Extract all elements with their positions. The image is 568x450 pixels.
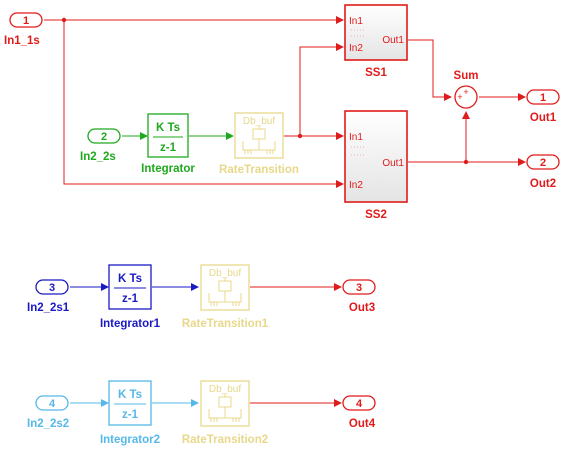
sum-label: Sum bbox=[454, 70, 479, 82]
integrator1-block[interactable]: K Ts z-1 Integrator1 bbox=[100, 264, 161, 330]
ss1-in2-port-label: In2 bbox=[349, 43, 363, 54]
inport-3-number: 3 bbox=[49, 282, 55, 294]
ss1-label: SS1 bbox=[365, 67, 387, 79]
inport-3-label: In2_2s1 bbox=[27, 302, 70, 314]
outport-3-label: Out3 bbox=[349, 302, 375, 314]
sum-sign-left: + bbox=[457, 92, 462, 102]
integrator-numerator: K Ts bbox=[156, 122, 180, 134]
integrator2-block[interactable]: K Ts z-1 Integrator2 bbox=[100, 380, 160, 446]
inport-2-label: In2_2s bbox=[80, 151, 116, 163]
sum-sign-top: + bbox=[463, 87, 468, 97]
inport-4-number: 4 bbox=[49, 398, 56, 410]
rate-transition2-top-label: Db_buf bbox=[209, 384, 241, 395]
integrator1-label: Integrator1 bbox=[100, 318, 161, 330]
inport-4-label: In2_2s2 bbox=[27, 418, 69, 430]
outport-3-number: 3 bbox=[356, 282, 362, 294]
branch-point bbox=[463, 159, 469, 165]
rate-transition-label: RateTransition bbox=[219, 164, 299, 176]
inport-1-label: In1_1s bbox=[4, 35, 40, 47]
inport-2[interactable]: 2 In2_2s bbox=[80, 128, 121, 163]
rate-transition2-label: RateTransition2 bbox=[182, 434, 268, 446]
integrator1-denominator: z-1 bbox=[122, 293, 139, 305]
branch-point bbox=[61, 17, 67, 23]
integrator1-numerator: K Ts bbox=[118, 273, 142, 285]
buffer-icon bbox=[208, 278, 242, 306]
ss2-in1-port-label: In1 bbox=[349, 132, 363, 143]
inport-1[interactable]: 1 In1_1s bbox=[4, 12, 43, 47]
buffer-icon bbox=[242, 126, 276, 154]
signal-ss1-to-sum bbox=[408, 39, 452, 101]
ss2-label: SS2 bbox=[365, 209, 387, 221]
outport-2[interactable]: 2 Out2 bbox=[526, 154, 560, 190]
ss2-in2-port-label: In2 bbox=[349, 180, 363, 191]
inport-3[interactable]: 3 In2_2s1 bbox=[27, 279, 70, 314]
inport-1-number: 1 bbox=[23, 15, 29, 27]
rate-transition1-block[interactable]: Db_buf RateTransition1 bbox=[182, 264, 269, 330]
integrator2-label: Integrator2 bbox=[100, 434, 160, 446]
signal-in1-to-ss2-in2 bbox=[63, 20, 344, 188]
integrator-denominator: z-1 bbox=[160, 142, 177, 154]
rate-transition-block[interactable]: Db_buf RateTransition bbox=[219, 112, 299, 176]
subsystem-ss1[interactable]: In1 In2 Out1 SS1 bbox=[344, 4, 408, 79]
integrator-block[interactable]: K Ts z-1 Integrator bbox=[141, 113, 195, 175]
ss1-out1-port-label: Out1 bbox=[382, 35, 404, 46]
sum-block[interactable]: + + Sum bbox=[454, 70, 479, 109]
rate-transition2-block[interactable]: Db_buf RateTransition2 bbox=[182, 380, 268, 446]
rate-transition-top-label: Db_buf bbox=[243, 116, 275, 127]
integrator-label: Integrator bbox=[141, 163, 195, 175]
rate-transition1-top-label: Db_buf bbox=[209, 268, 241, 279]
outport-4-number: 4 bbox=[356, 398, 363, 410]
inport-4[interactable]: 4 In2_2s2 bbox=[27, 395, 69, 430]
signal-lines bbox=[44, 16, 526, 407]
subsystem-decor bbox=[351, 29, 366, 156]
inport-2-number: 2 bbox=[101, 131, 107, 143]
outport-3[interactable]: 3 Out3 bbox=[342, 279, 376, 314]
signal-rt-to-ss1-in2 bbox=[299, 43, 344, 136]
buffer-icon bbox=[208, 394, 242, 422]
outport-2-label: Out2 bbox=[530, 178, 556, 190]
ss1-in1-port-label: In1 bbox=[349, 16, 363, 27]
outport-1[interactable]: 1 Out1 bbox=[526, 89, 560, 124]
integrator2-denominator: z-1 bbox=[122, 409, 139, 421]
outport-4[interactable]: 4 Out4 bbox=[342, 395, 376, 430]
branch-point bbox=[297, 133, 303, 139]
subsystem-ss2[interactable]: In1 In2 Out1 SS2 bbox=[344, 110, 408, 221]
outport-4-label: Out4 bbox=[349, 418, 376, 430]
outport-1-number: 1 bbox=[540, 92, 546, 104]
outport-2-number: 2 bbox=[540, 157, 546, 169]
outport-1-label: Out1 bbox=[530, 112, 557, 124]
integrator2-numerator: K Ts bbox=[118, 389, 142, 401]
ss2-out1-port-label: Out1 bbox=[382, 158, 404, 169]
rate-transition1-label: RateTransition1 bbox=[182, 318, 269, 330]
